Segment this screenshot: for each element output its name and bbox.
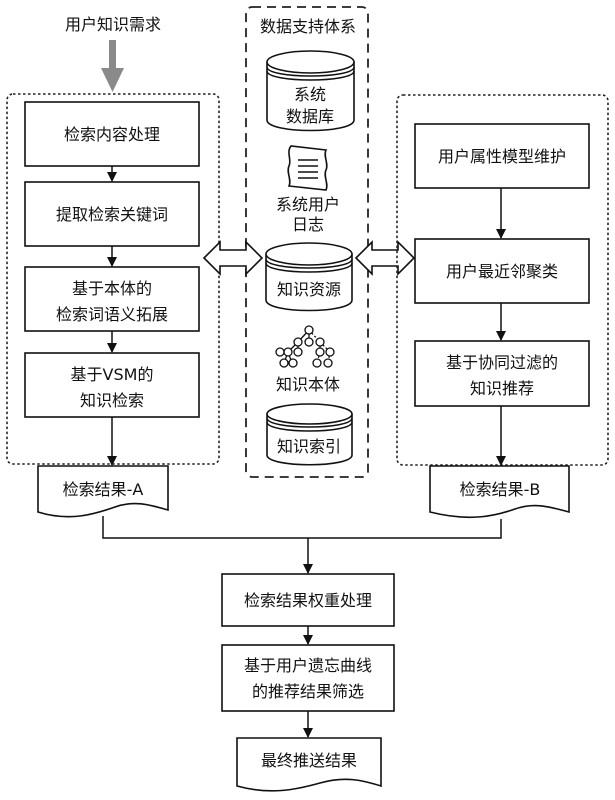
knowledge-resource-label: 知识资源	[277, 280, 341, 299]
ontology-tree-icon	[275, 325, 335, 368]
input-label: 用户知识需求	[65, 15, 161, 34]
scroll-log-icon	[287, 145, 328, 191]
merge-connector	[102, 516, 502, 539]
right-step-1-text: 用户属性模型维护	[438, 147, 566, 166]
result-a-label: 检索结果-A	[63, 480, 144, 499]
left-step-3: 基于本体的 检索词语义拓展	[24, 266, 200, 332]
input-arrow	[101, 40, 124, 92]
weight-processing-text: 检索结果权重处理	[244, 591, 372, 610]
final-result-label: 最终推送结果	[261, 751, 357, 770]
right-step-3: 基于协同过滤的 知识推荐	[414, 340, 590, 407]
left-step-4: 基于VSM的 知识检索	[24, 352, 200, 418]
right-step-2: 用户最近邻聚类	[414, 238, 590, 304]
knowledge-index-database-icon: 知识索引	[266, 403, 353, 466]
right-step-1: 用户属性模型维护	[414, 123, 590, 189]
knowledge-index-label: 知识索引	[277, 437, 341, 456]
forgetting-curve-filter-step: 基于用户遗忘曲线 的推荐结果筛选	[221, 644, 395, 712]
data-support-title: 数据支持体系	[260, 17, 356, 36]
weight-processing-step: 检索结果权重处理	[221, 573, 395, 627]
left-step-3-text-2: 检索词语义拓展	[56, 305, 168, 324]
user-log-label-1: 系统用户	[276, 195, 340, 214]
left-step-4-text-2: 知识检索	[80, 391, 144, 410]
final-result-document: 最终推送结果	[236, 737, 382, 792]
left-step-2-text: 提取检索关键词	[56, 205, 168, 224]
recommendation-group-frame	[396, 94, 609, 466]
forgetting-curve-text-2: 的推荐结果筛选	[252, 682, 364, 701]
system-database-label-1: 系统	[294, 85, 326, 104]
user-log-label-2: 日志	[292, 215, 324, 234]
knowledge-resource-database-icon: 知识资源	[265, 242, 353, 312]
left-double-arrow-icon	[202, 240, 264, 276]
left-step-2: 提取检索关键词	[24, 181, 200, 247]
left-step-3-text-1: 基于本体的	[72, 279, 152, 298]
result-a-document: 检索结果-A	[37, 465, 169, 518]
left-step-4-text-1: 基于VSM的	[71, 365, 154, 384]
right-double-arrow-icon	[354, 240, 416, 276]
right-step-3-text-1: 基于协同过滤的	[446, 353, 558, 372]
right-step-3-text-2: 知识推荐	[470, 379, 534, 398]
left-step-1: 检索内容处理	[24, 101, 200, 167]
result-b-label: 检索结果-B	[460, 480, 541, 499]
system-database-icon: 系统 数据库	[266, 50, 355, 132]
ontology-label: 知识本体	[276, 375, 340, 394]
result-b-document: 检索结果-B	[429, 465, 570, 519]
left-step-1-text: 检索内容处理	[64, 125, 160, 144]
forgetting-curve-text-1: 基于用户遗忘曲线	[244, 656, 372, 675]
right-step-2-text: 用户最近邻聚类	[446, 262, 558, 281]
system-database-label-2: 数据库	[286, 107, 334, 126]
